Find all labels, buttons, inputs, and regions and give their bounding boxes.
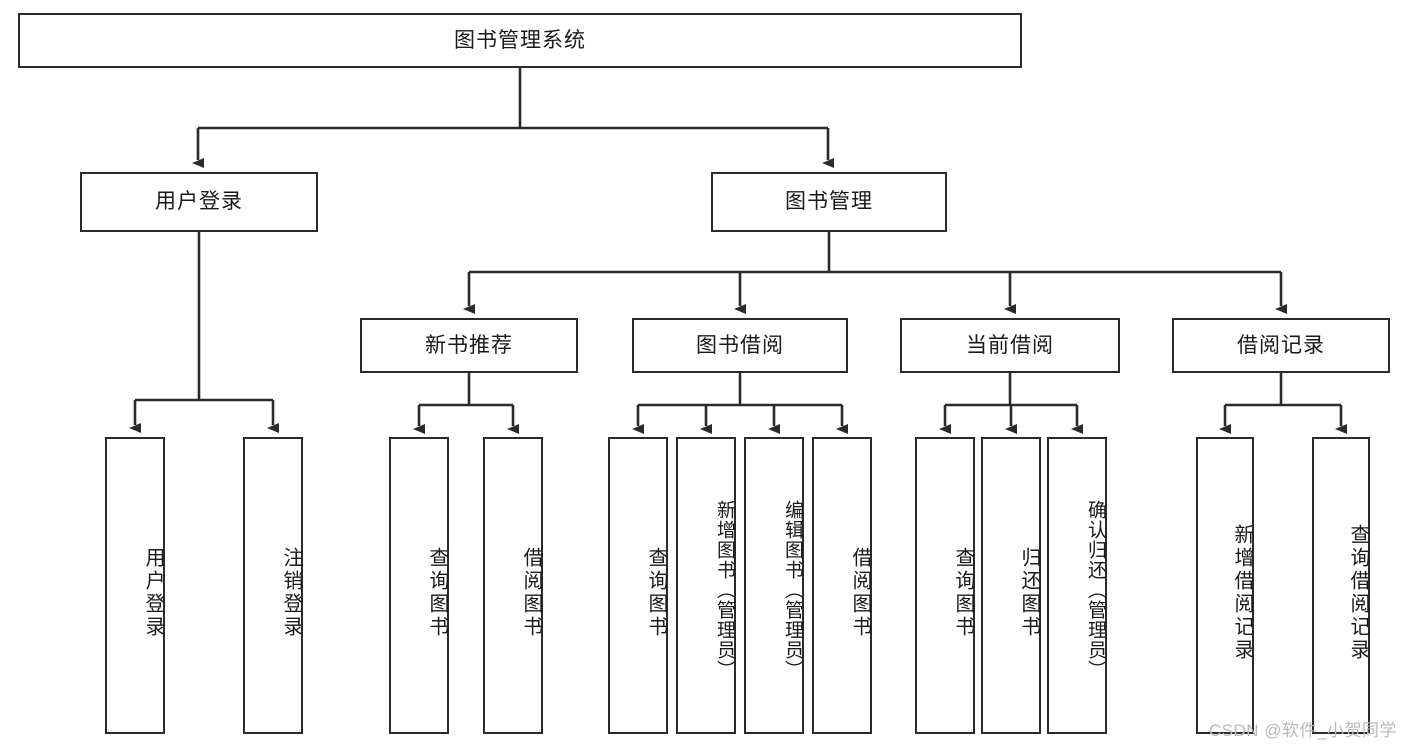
leaf-query-borrow-record-label: 查询借阅记录 — [1347, 523, 1369, 662]
leaf-query-book-current[interactable]: 查询图书 — [915, 437, 975, 734]
node-root[interactable]: 图书管理系统 — [18, 13, 1022, 68]
leaf-return-book[interactable]: 归还图书 — [981, 437, 1041, 734]
node-borrow-record-label: 借阅记录 — [1237, 333, 1325, 357]
leaf-add-borrow-record[interactable]: 新增借阅记录 — [1196, 437, 1254, 734]
leaf-query-book-recommend-label: 查询图书 — [426, 546, 448, 639]
node-user-login-label: 用户登录 — [155, 190, 243, 214]
node-new-book-recommend-label: 新书推荐 — [425, 333, 513, 357]
node-book-borrow[interactable]: 图书借阅 — [632, 318, 848, 373]
leaf-logout-label: 注销登录 — [280, 546, 302, 639]
leaf-user-login-label: 用户登录 — [142, 546, 164, 639]
leaf-add-borrow-record-label: 新增借阅记录 — [1231, 523, 1253, 662]
leaf-borrow-book-recommend-label: 借阅图书 — [520, 546, 542, 639]
leaf-query-book-current-label: 查询图书 — [952, 546, 974, 639]
leaf-borrow-book-label: 借阅图书 — [849, 546, 871, 639]
leaf-edit-book-admin-label: 编辑图书（管理员） — [782, 499, 803, 680]
leaf-query-borrow-record[interactable]: 查询借阅记录 — [1312, 437, 1370, 734]
leaf-query-book[interactable]: 查询图书 — [608, 437, 668, 734]
csdn-watermark: CSDN @软件_小贺同学 — [1208, 721, 1397, 740]
leaf-add-book-admin-label: 新增图书（管理员） — [714, 499, 735, 680]
node-book-management[interactable]: 图书管理 — [711, 172, 947, 232]
leaf-query-book-label: 查询图书 — [645, 546, 667, 639]
leaf-logout[interactable]: 注销登录 — [243, 437, 303, 734]
leaf-confirm-return-admin-label: 确认归还（管理员） — [1085, 499, 1106, 680]
node-user-login[interactable]: 用户登录 — [80, 172, 318, 232]
leaf-edit-book-admin[interactable]: 编辑图书（管理员） — [744, 437, 804, 734]
node-book-borrow-label: 图书借阅 — [696, 333, 784, 357]
node-current-borrow[interactable]: 当前借阅 — [900, 318, 1120, 373]
leaf-return-book-label: 归还图书 — [1018, 546, 1040, 639]
node-root-label: 图书管理系统 — [454, 28, 586, 52]
node-new-book-recommend[interactable]: 新书推荐 — [360, 318, 578, 373]
node-borrow-record[interactable]: 借阅记录 — [1172, 318, 1390, 373]
leaf-borrow-book[interactable]: 借阅图书 — [812, 437, 872, 734]
leaf-user-login[interactable]: 用户登录 — [105, 437, 165, 734]
leaf-borrow-book-recommend[interactable]: 借阅图书 — [483, 437, 543, 734]
leaf-add-book-admin[interactable]: 新增图书（管理员） — [676, 437, 736, 734]
node-book-management-label: 图书管理 — [785, 190, 873, 214]
leaf-confirm-return-admin[interactable]: 确认归还（管理员） — [1047, 437, 1107, 734]
node-current-borrow-label: 当前借阅 — [966, 333, 1054, 357]
leaf-query-book-recommend[interactable]: 查询图书 — [389, 437, 449, 734]
